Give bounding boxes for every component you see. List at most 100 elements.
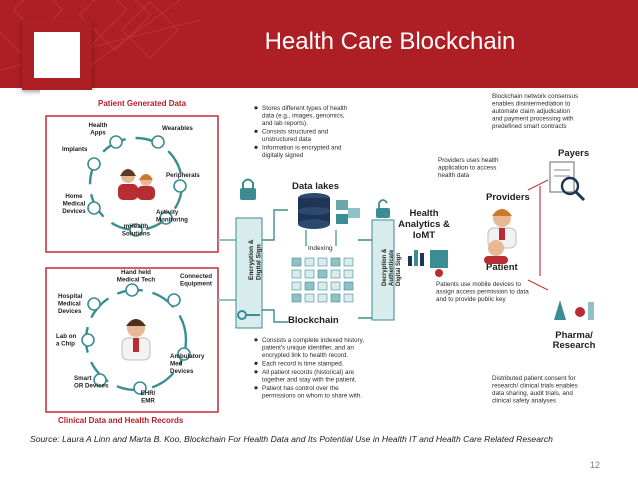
data-lakes-bullet-dot (254, 106, 258, 110)
blockchain-block (317, 269, 328, 279)
clinical-device-icon (133, 381, 147, 395)
slide-title: Health Care Blockchain (264, 28, 516, 55)
blockchain-block (291, 257, 302, 267)
patient-generated-device-icon (87, 157, 101, 171)
clinical-title: Clinical Data and Health Records (58, 416, 184, 425)
logo-inner (34, 32, 80, 78)
blockchain-block (317, 257, 328, 267)
blockchain-block (330, 257, 341, 267)
clinical-device-icon (167, 293, 181, 307)
patient-generated-node-label: Implants (62, 146, 88, 153)
pharma-title: Pharma/Research (553, 330, 596, 351)
header-band (0, 0, 638, 88)
blockchain-bullets: Consists a complete indexed history,pati… (254, 337, 364, 400)
blockchain-block (343, 269, 354, 279)
blockchain-block (317, 293, 328, 303)
blockchain-block (330, 269, 341, 279)
blockchain-block (330, 293, 341, 303)
indexing-label: Indexing (308, 245, 333, 252)
page-number: 12 (590, 460, 601, 470)
pharma-icon (554, 300, 594, 320)
logo-tile (22, 20, 92, 90)
doctor-icon (121, 319, 151, 361)
database-icon (298, 193, 330, 229)
blockchain-block (317, 281, 328, 291)
clinical-device-icon (125, 283, 139, 297)
blockchain-block (343, 293, 354, 303)
patient-family-icon (118, 169, 155, 200)
payers-icon (549, 161, 586, 202)
data-lakes-bullet-dot (254, 145, 258, 149)
payers-title: Payers (558, 148, 589, 159)
blockchain-title: Blockchain (288, 315, 339, 326)
clinical-panel: Clinical Data and Health Records Hand he… (45, 267, 219, 425)
blockchain-bullet-dot (254, 338, 258, 342)
patient-generated-device-icon (173, 179, 187, 193)
analytics-icon (408, 250, 448, 277)
clinical-device-icon (93, 373, 107, 387)
blockchain-block (330, 281, 341, 291)
blockchain-bullet-dot (254, 386, 258, 390)
encryption-bar (235, 217, 263, 329)
clinical-device-icon (87, 297, 101, 311)
blockchain-bullet-dot (254, 370, 258, 374)
blockchain-bullet-text: Each record is time stamped. (262, 361, 344, 368)
data-cubes-icon (336, 200, 360, 224)
patient-generated-device-icon (151, 135, 165, 149)
unlock-icon (376, 208, 390, 218)
patient-generated-node-label: Peripherals (166, 172, 200, 179)
decryption-label: Decryption &AuthenticateDigital Sign (382, 248, 402, 286)
data-lakes-title: Data lakes (292, 181, 339, 192)
blockchain-bullet-text: Consists a complete indexed history,pati… (262, 337, 364, 359)
clinical-node-label: EHR/EMR (141, 390, 156, 404)
blockchain-block (291, 281, 302, 291)
clinical-device-icon (81, 333, 95, 347)
source-citation: Source: Laura A Linn and Marta B. Koo, B… (30, 434, 553, 444)
spine-arrows (527, 179, 549, 291)
providers-title: Providers (486, 192, 530, 203)
blockchain-block (304, 257, 315, 267)
blockchain-block (304, 293, 315, 303)
data-lakes-bullet-dot (254, 129, 258, 133)
patient-generated-node-label: Wearables (162, 125, 193, 132)
blockchain-block (304, 269, 315, 279)
decryption-bar (371, 219, 395, 321)
key-icon (237, 310, 260, 320)
decryption-gate: Decryption &AuthenticateDigital Sign (358, 199, 402, 321)
blockchain-block (291, 269, 302, 279)
blockchain-block (343, 281, 354, 291)
blockchain-block (304, 281, 315, 291)
patient-title: Patient (486, 262, 519, 273)
patient-generated-title: Patient Generated Data (98, 99, 187, 108)
blockchain-bullet-dot (254, 361, 258, 365)
patient-generated-device-icon (129, 223, 143, 237)
blockchain-block (343, 257, 354, 267)
encryption-gate: Encryption &Digital Sign (218, 178, 288, 329)
patient-icon (484, 240, 508, 264)
blockchain-block (291, 293, 302, 303)
blockchain-grid-icon (291, 257, 354, 303)
